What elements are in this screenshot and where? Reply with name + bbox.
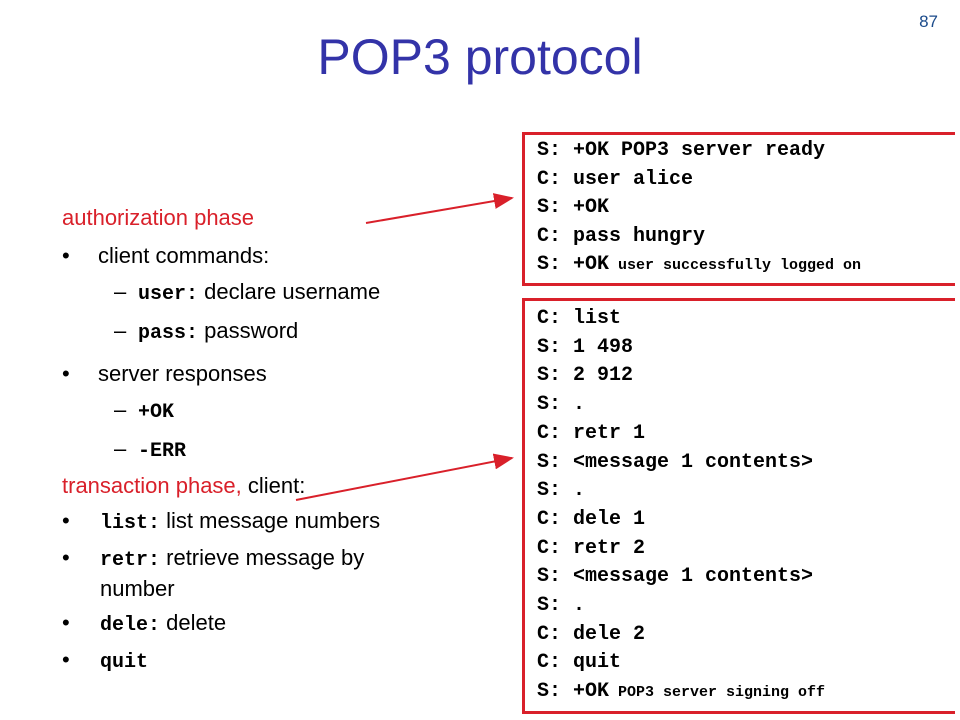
- user-command-item: – user: declare username: [62, 277, 502, 310]
- dialog-line-text: C: dele 1: [537, 507, 646, 531]
- dialog-line: C: user alice: [537, 168, 693, 191]
- client-commands-item: • client commands:: [62, 241, 502, 271]
- dialog-line: S: <message 1 contents>: [537, 451, 813, 474]
- transaction-dialog-box: C: list S: 1 498 S: 2 912 S: . C: retr 1 S: <…: [522, 298, 955, 714]
- user-command: user:: [138, 283, 199, 306]
- quit-command: quit: [100, 651, 149, 674]
- bullet-icon: •: [62, 610, 70, 635]
- transaction-heading-phase: transaction phase,: [62, 473, 242, 498]
- user-command-description: declare username: [198, 279, 381, 304]
- dialog-line-text: C: list: [537, 307, 622, 330]
- quit-command-item: • quit: [62, 646, 502, 677]
- dialog-line-text: S: 2 912: [537, 364, 634, 388]
- dialog-line: S: +OK POP3 server ready: [537, 139, 825, 162]
- bullet-icon: •: [62, 243, 70, 268]
- dialog-line-text: S: .: [537, 594, 586, 617]
- transaction-heading-client: client:: [241, 473, 306, 498]
- dash-icon: –: [114, 436, 127, 461]
- list-command-item: • list: list message numbers: [62, 507, 502, 538]
- transaction-heading: transaction phase, client:: [62, 471, 502, 501]
- dialog-line-text: S: .: [537, 479, 586, 503]
- list-command: list:: [100, 512, 161, 535]
- dash-icon: –: [114, 397, 127, 422]
- dialog-line: S: <message 1 contents>: [537, 565, 813, 588]
- dele-command: dele:: [100, 614, 161, 637]
- dialog-line: C: retr 1: [537, 422, 645, 445]
- dash-icon: –: [114, 318, 127, 343]
- err-response-item: – -ERR: [62, 434, 502, 467]
- slide-title: POP3 protocol: [317, 29, 643, 85]
- dialog-line: S: +OK POP3 server signing off: [537, 680, 825, 703]
- pass-command-description: password: [198, 318, 299, 343]
- list-command-description: list message numbers: [160, 508, 381, 533]
- dialog-line-note: user successfully logged on: [609, 257, 862, 274]
- pass-command: pass:: [138, 322, 199, 345]
- bullet-icon: •: [62, 361, 70, 386]
- bullet-icon: •: [62, 647, 70, 672]
- dialog-line: C: dele 2: [537, 623, 645, 646]
- err-response: -ERR: [138, 440, 187, 463]
- bullet-icon: •: [62, 508, 70, 533]
- dialog-line-text: S: .: [537, 393, 586, 417]
- dialog-line: S: .: [537, 393, 585, 416]
- dialog-line-text: C: dele 2: [537, 622, 646, 646]
- dialog-line: S: 1 498: [537, 336, 633, 359]
- dialog-line-text: C: retr 1: [537, 421, 646, 445]
- dialog-line-text: S: +OK: [537, 253, 610, 276]
- dialog-line-text: S: 1 498: [537, 335, 634, 359]
- dialog-line: S: .: [537, 479, 585, 502]
- retr-command-description: retrieve message by number: [100, 545, 365, 601]
- dialog-line: S: +OK user successfully logged on: [537, 253, 861, 276]
- dialog-line-note: POP3 server signing off: [609, 684, 826, 702]
- dialog-line: S: +OK: [537, 196, 609, 219]
- dialog-line-text: C: retr 2: [537, 536, 646, 560]
- slide-number: 87: [919, 12, 938, 31]
- dialog-line-text: S: <message 1 contents>: [537, 565, 814, 589]
- bullet-icon: •: [62, 545, 70, 570]
- dialog-line-text: C: pass hungry: [537, 224, 706, 248]
- dialog-line-text: S: +OK: [537, 680, 610, 704]
- ok-response-item: – +OK: [62, 395, 502, 428]
- dialog-line: C: retr 2: [537, 537, 645, 560]
- retr-command-item: • retr: retrieve message by number: [62, 544, 430, 603]
- ok-response: +OK: [138, 401, 175, 424]
- retr-command: retr:: [100, 549, 161, 572]
- client-commands-label: client commands:: [98, 243, 270, 268]
- dash-icon: –: [114, 279, 127, 304]
- dialog-line: S: .: [537, 594, 585, 617]
- authorization-dialog-box: S: +OK POP3 server ready C: user alice S: …: [522, 132, 955, 286]
- dele-command-item: • dele: delete: [62, 609, 502, 640]
- server-responses-label: server responses: [98, 361, 267, 386]
- server-responses-item: • server responses: [62, 359, 502, 389]
- dialog-line: C: quit: [537, 651, 621, 674]
- dialog-line-text: C: user alice: [537, 167, 694, 191]
- pass-command-item: – pass: password: [62, 316, 502, 349]
- description-column: authorization phase • client commands: –…: [62, 203, 502, 677]
- dialog-line: C: dele 1: [537, 508, 645, 531]
- dialog-line: S: 2 912: [537, 364, 633, 387]
- dialog-line-text: S: +OK: [537, 196, 610, 219]
- dialog-line: C: pass hungry: [537, 225, 705, 248]
- dialog-line-text: S: <message 1 contents>: [537, 450, 814, 474]
- dialog-line-text: S: +OK POP3 server ready: [537, 139, 826, 162]
- dialog-line: C: list: [537, 307, 621, 330]
- authorization-heading: authorization phase: [62, 205, 255, 230]
- dialog-line-text: C: quit: [537, 651, 622, 675]
- dele-command-description: delete: [160, 610, 227, 635]
